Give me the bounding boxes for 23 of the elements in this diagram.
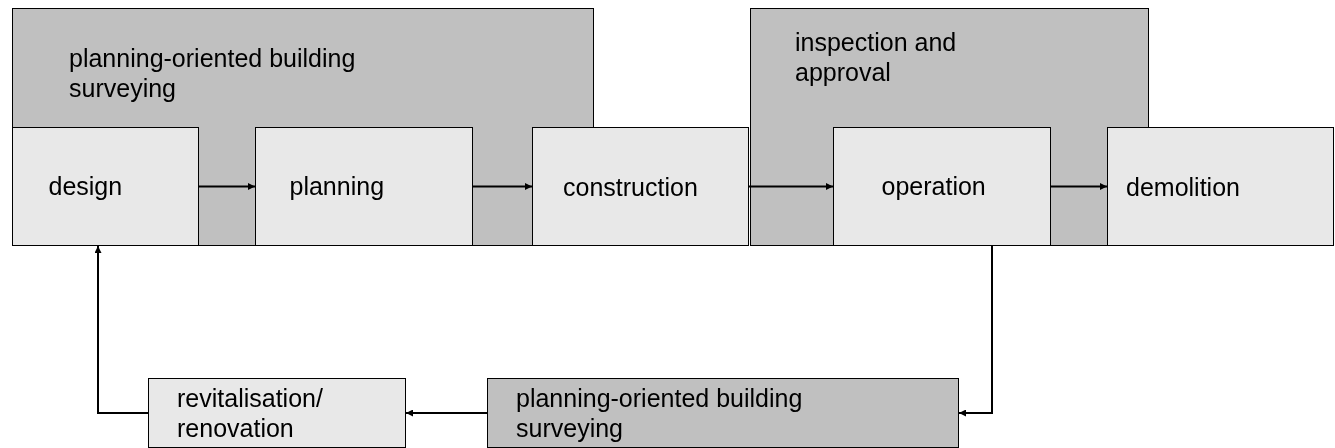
process-box [148,378,406,448]
arrow [748,183,834,190]
process-box [487,378,959,448]
step-label: planning [289,171,385,201]
arrow [472,183,533,190]
arrow [94,245,149,414]
step-label: demolition [1126,171,1240,202]
step-label: revitalisation/ renovation [177,383,324,443]
group-label: planning-oriented building surveying [69,43,357,103]
arrow [1050,183,1108,190]
arrow [198,183,256,190]
process-box [532,127,749,246]
step-label: design [48,171,123,201]
step-label: planning-oriented building surveying [516,383,804,443]
step-label: operation [881,171,986,201]
arrow [958,245,993,417]
process-box [1107,127,1334,246]
group-label: inspection and approval [795,27,958,87]
process-box [254,126,473,246]
process-box [11,126,199,246]
arrow [405,409,488,417]
step-label: construction [563,171,698,202]
process-box [832,126,1051,246]
